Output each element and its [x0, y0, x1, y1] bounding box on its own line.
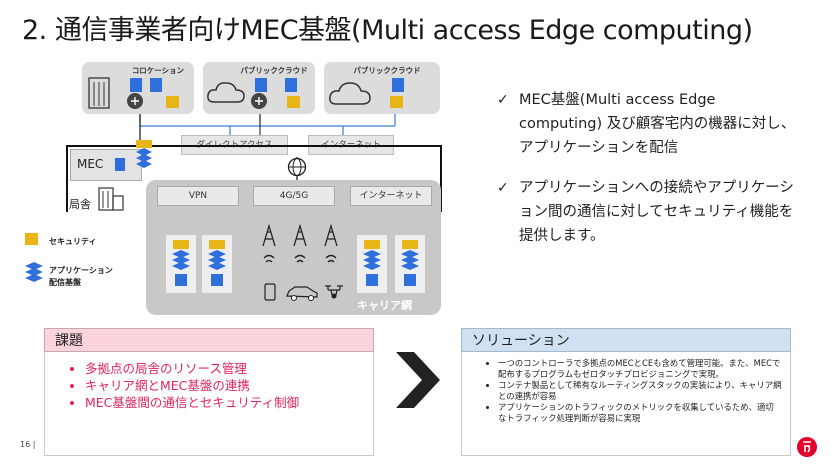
server-stack-icon	[401, 240, 419, 286]
security-cube-icon	[166, 96, 179, 108]
tab-vpn: VPN	[157, 186, 239, 206]
app-icon	[150, 78, 162, 92]
carrier-label: キャリア網	[357, 299, 412, 312]
building-icon	[88, 77, 110, 109]
router-icon	[251, 93, 267, 109]
cloud-label: コロケーション	[131, 66, 185, 75]
server-stack-icon	[25, 262, 43, 282]
globe-icon	[287, 157, 307, 177]
brand-logo-icon	[797, 437, 817, 457]
page-number: 16 |	[20, 440, 36, 449]
building-icon	[98, 187, 124, 211]
chevron-right-icon	[396, 352, 440, 408]
mec-box: MEC	[70, 149, 142, 181]
list-item: 多拠点の局舎のリソース管理	[85, 360, 373, 377]
server-stack-icon	[208, 240, 226, 286]
app-icon	[285, 78, 297, 92]
app-icon	[115, 158, 125, 171]
issues-list: 多拠点の局舎のリソース管理 キャリア網とMEC基盤の連携 MEC基盤間の通信とセ…	[44, 352, 374, 456]
public-cloud-box-2: パブリッククラウド	[324, 62, 440, 114]
car-icon	[286, 286, 318, 301]
tab-internet: インターネット	[350, 186, 432, 206]
security-cube-icon	[25, 233, 38, 245]
drone-icon	[325, 285, 343, 299]
app-icon	[392, 78, 404, 92]
mec-label: MEC	[77, 157, 104, 171]
app-icon	[130, 78, 142, 92]
server-stack-icon	[172, 240, 190, 286]
key-point: アプリケーションへの接続やアプリケーション間の通信に対してセキュリティ機能を提供…	[497, 176, 797, 248]
tab-4g5g: 4G/5G	[253, 186, 335, 206]
router-icon	[127, 93, 143, 109]
solutions-header: ソリューション	[461, 328, 791, 352]
slide-title: 2. 通信事業者向けMEC基盤(Multi access Edge comput…	[22, 15, 753, 46]
list-item: 一つのコントローラで多拠点のMECとCEも含めて管理可能。また、MECで配布する…	[498, 358, 782, 380]
list-item: アプリケーションのトラフィックのメトリックを収集しているため、適切なトラフィック…	[498, 402, 782, 424]
server-stack-icon	[363, 240, 381, 286]
issues-header: 課題	[44, 328, 374, 352]
key-points: MEC基盤(Multi access Edge computing) 及び顧客宅…	[497, 88, 797, 264]
phone-icon	[264, 283, 276, 301]
legend-app-platform-2: 配信基盤	[49, 278, 81, 287]
antenna-icon	[262, 223, 338, 263]
legend-security: セキュリティ	[49, 237, 97, 246]
legend-app-platform-1: アプリケーション	[49, 266, 113, 275]
cloud-icon	[329, 82, 371, 105]
security-cube-icon	[287, 96, 300, 108]
cloud-icon	[207, 82, 245, 103]
cloud-label: パブリッククラウド	[353, 66, 421, 75]
list-item: コンテナ製品として稀有なルーティングスタックの実装により、キャリア網との連携が容…	[498, 380, 782, 402]
office-label: 局舎	[69, 198, 91, 211]
list-item: キャリア網とMEC基盤の連携	[85, 377, 373, 394]
mec-boundary	[66, 145, 442, 212]
app-icon	[255, 78, 267, 92]
server-stack-icon	[136, 140, 152, 168]
security-cube-icon	[390, 96, 403, 108]
solutions-list: 一つのコントローラで多拠点のMECとCEも含めて管理可能。また、MECで配布する…	[461, 352, 791, 456]
key-point: MEC基盤(Multi access Edge computing) 及び顧客宅…	[497, 88, 797, 160]
list-item: MEC基盤間の通信とセキュリティ制御	[85, 394, 373, 411]
cloud-label: パブリッククラウド	[240, 66, 308, 75]
